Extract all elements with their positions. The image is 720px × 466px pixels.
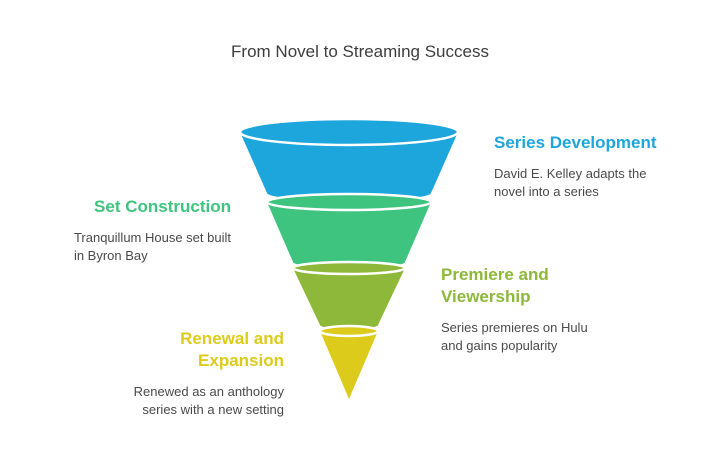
stage-description-line: novel into a series bbox=[494, 184, 599, 199]
stage-description-line: Tranquillum House set built bbox=[73, 230, 231, 245]
stage-title: Premiere and Viewership bbox=[441, 264, 588, 308]
stage-title-line: Expansion bbox=[198, 351, 284, 370]
stage-description-line: in Byron Bay bbox=[73, 248, 148, 263]
stage-set-construction: Set Construction Tranquillum House set b… bbox=[74, 196, 231, 265]
diagram-title: From Novel to Streaming Success bbox=[231, 42, 489, 61]
stage-title-line: Premiere and bbox=[441, 265, 549, 284]
stage-series-development: Series Development David E. Kelley adapt… bbox=[494, 132, 657, 201]
stage-description: Tranquillum House set built in Byron Bay bbox=[74, 229, 231, 265]
stage-description-line: David E. Kelley adapts the bbox=[494, 166, 647, 181]
stage-description: Series premieres on Hulu and gains popul… bbox=[441, 319, 588, 355]
funnel-segment-premiere bbox=[291, 260, 407, 329]
stage-title: Series Development bbox=[494, 133, 657, 152]
stage-description: David E. Kelley adapts the novel into a … bbox=[494, 165, 657, 201]
stage-title: Set Construction bbox=[94, 197, 231, 216]
stage-description: Renewed as an anthology series with a ne… bbox=[134, 383, 284, 419]
stage-description-line: series with a new setting bbox=[142, 402, 284, 417]
stage-title-line: Renewal and bbox=[180, 329, 284, 348]
stage-title-line: Viewership bbox=[441, 287, 531, 306]
stage-description-line: and gains popularity bbox=[441, 338, 558, 353]
funnel-segment-renewal bbox=[318, 324, 380, 399]
stage-premiere-viewership: Premiere and Viewership Series premieres… bbox=[441, 264, 588, 355]
stage-renewal-expansion: Renewal and Expansion Renewed as an anth… bbox=[134, 328, 284, 419]
stage-description-line: Series premieres on Hulu bbox=[441, 320, 588, 335]
stage-title: Renewal and Expansion bbox=[134, 328, 284, 372]
stage-description-line: Renewed as an anthology bbox=[133, 384, 284, 399]
funnel-segment-series-development bbox=[238, 117, 460, 201]
funnel-segment-set-construction bbox=[265, 192, 433, 268]
